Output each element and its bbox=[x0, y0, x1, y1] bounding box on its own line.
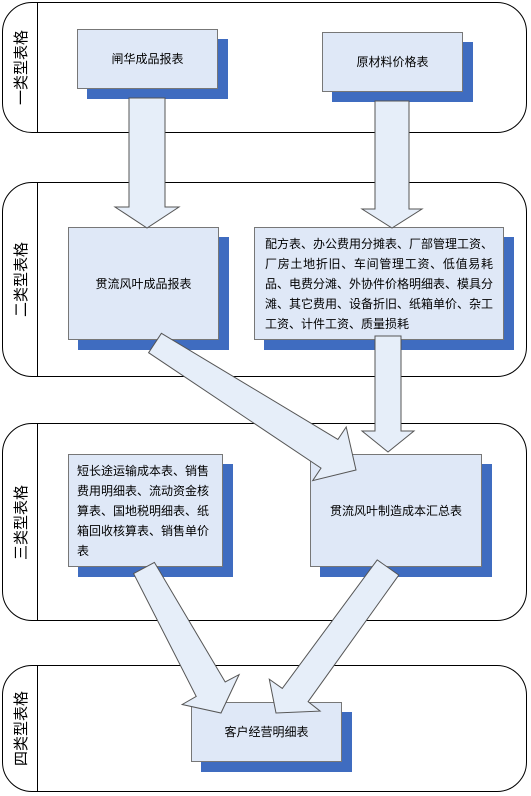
box-manufacturing-cost-summary: 贯流风叶制造成本汇总表 bbox=[310, 454, 482, 567]
box-manufacturing-cost-summary-label: 贯流风叶制造成本汇总表 bbox=[329, 503, 462, 518]
tier-label-2-container: 二类型表格 bbox=[3, 183, 37, 376]
box-sales-items: 短长途运输成本表、销售费用明细表、流动资金核算表、国地税明细表、纸箱回收核算表、… bbox=[68, 454, 223, 567]
tier-label-3-container: 三类型表格 bbox=[3, 424, 37, 620]
tier-divider-3 bbox=[37, 424, 38, 620]
box-guanliu-finished-report: 贯流风叶成品报表 bbox=[68, 227, 219, 340]
box-raw-material-price-label: 原材料价格表 bbox=[356, 55, 429, 69]
box-customer-detail-label: 客户经营明细表 bbox=[224, 725, 309, 739]
box-cost-items-label: 配方表、办公费用分摊表、厂部管理工资、厂房土地折旧、车间管理工资、低值易耗品、电… bbox=[265, 236, 494, 331]
tier-label-4: 四类型表格 bbox=[11, 690, 30, 767]
box-sales-items-label: 短长途运输成本表、销售费用明细表、流动资金核算表、国地税明细表、纸箱回收核算表、… bbox=[77, 463, 210, 558]
tier-label-3: 三类型表格 bbox=[11, 484, 30, 560]
tier-label-4-container: 四类型表格 bbox=[3, 666, 37, 791]
box-raw-material-price: 原材料价格表 bbox=[322, 32, 463, 92]
box-guanliu-finished-report-label: 贯流风叶成品报表 bbox=[95, 276, 192, 291]
tier-divider-4 bbox=[37, 666, 38, 791]
box-zhahua-finished-report: 闸华成品报表 bbox=[77, 29, 218, 89]
tier-divider-1 bbox=[37, 3, 38, 132]
tier-label-2: 二类型表格 bbox=[11, 241, 30, 318]
box-customer-detail: 客户经营明细表 bbox=[191, 702, 342, 762]
tier-label-1: 一类型表格 bbox=[11, 29, 30, 106]
box-zhahua-finished-report-label: 闸华成品报表 bbox=[111, 52, 184, 66]
tier-label-1-container: 一类型表格 bbox=[3, 3, 37, 132]
tier-divider-2 bbox=[37, 183, 38, 376]
box-cost-items: 配方表、办公费用分摊表、厂部管理工资、厂房土地折旧、车间管理工资、低值易耗品、电… bbox=[254, 227, 504, 340]
